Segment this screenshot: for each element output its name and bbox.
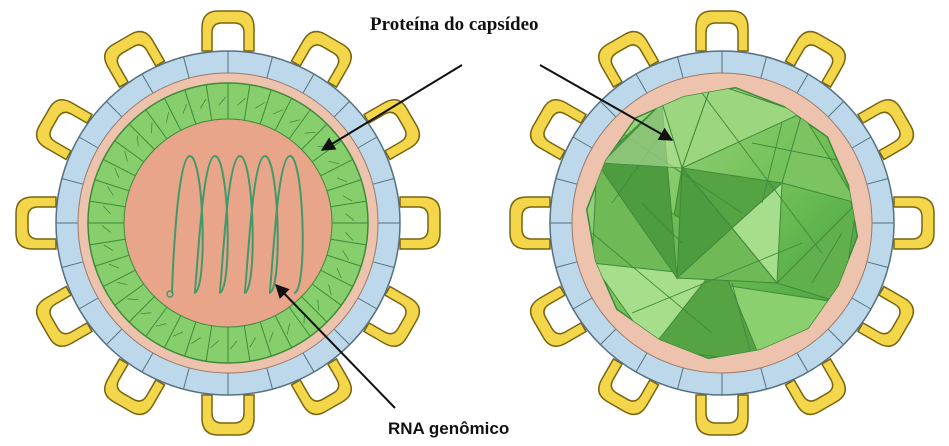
spike-icon [202,395,254,435]
capsid-protein-label: Proteína do capsídeo [370,14,539,35]
spike-icon [510,197,550,249]
spike-icon [400,197,440,249]
spike-icon [696,395,748,435]
genomic-rna-label: RNA genômico [388,419,509,438]
spike-icon [202,11,254,51]
virion-cross-section-icon [16,11,440,435]
virion-capsid-surface-icon [510,11,934,435]
spike-icon [16,197,56,249]
spike-icon [894,197,934,249]
spike-icon [696,11,748,51]
